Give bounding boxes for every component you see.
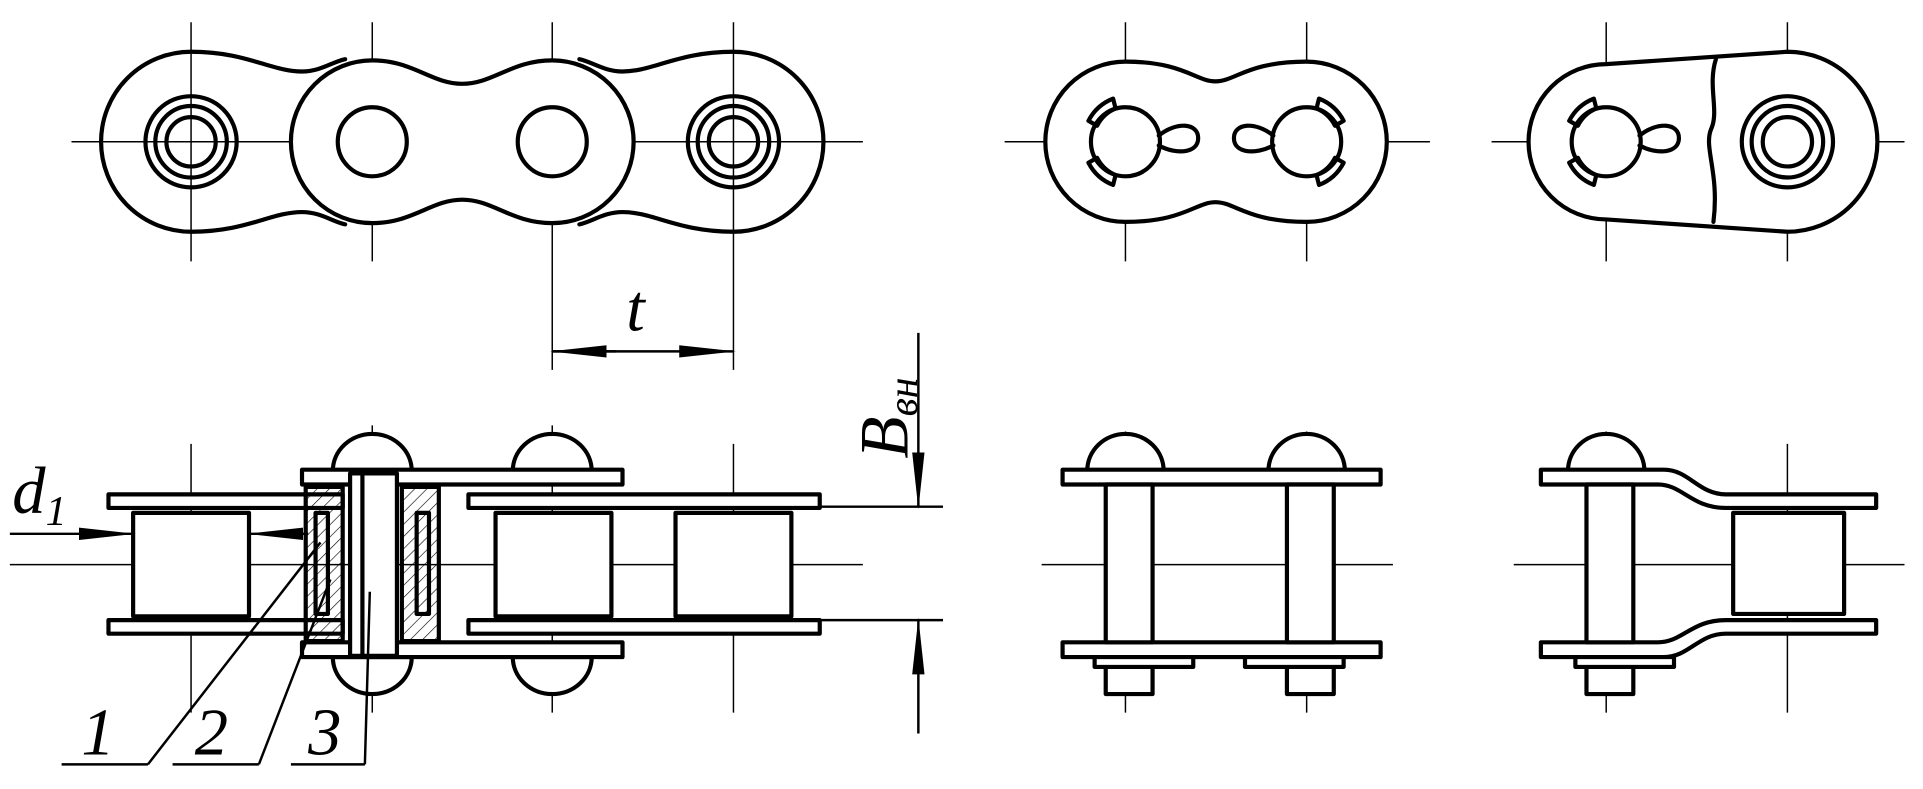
bushing-right [685, 94, 782, 190]
roller [493, 510, 614, 619]
connecting-link-top-view [1004, 22, 1430, 262]
inner-plate-right [577, 49, 826, 234]
inner-plate-left [98, 49, 348, 234]
inner-width-label: Bвн [845, 377, 927, 458]
offset-link-section [1513, 431, 1905, 713]
part-1-label: 1 [81, 696, 114, 769]
chain-top-view [71, 22, 863, 370]
connecting-link-section [1041, 431, 1393, 713]
outer-plate [288, 58, 636, 226]
pin-hole [335, 105, 409, 179]
offset-link-top-view [1491, 22, 1905, 262]
pitch-dimension: t [549, 272, 736, 358]
pitch-label: t [626, 272, 646, 345]
part-2-label: 2 [195, 696, 228, 769]
chain-section-view: 1 2 3 [9, 425, 863, 769]
roller-diameter-label: d1 [12, 455, 66, 535]
roller [673, 510, 794, 619]
pin-hole [515, 105, 589, 179]
roller [1731, 510, 1847, 617]
bushing-left [143, 94, 239, 190]
pin [347, 471, 400, 658]
inner-width-dimension: Bвн [819, 332, 944, 734]
part-3-label: 3 [307, 696, 341, 769]
roller-diameter-dimension: d1 [9, 455, 309, 540]
roller [131, 510, 252, 619]
